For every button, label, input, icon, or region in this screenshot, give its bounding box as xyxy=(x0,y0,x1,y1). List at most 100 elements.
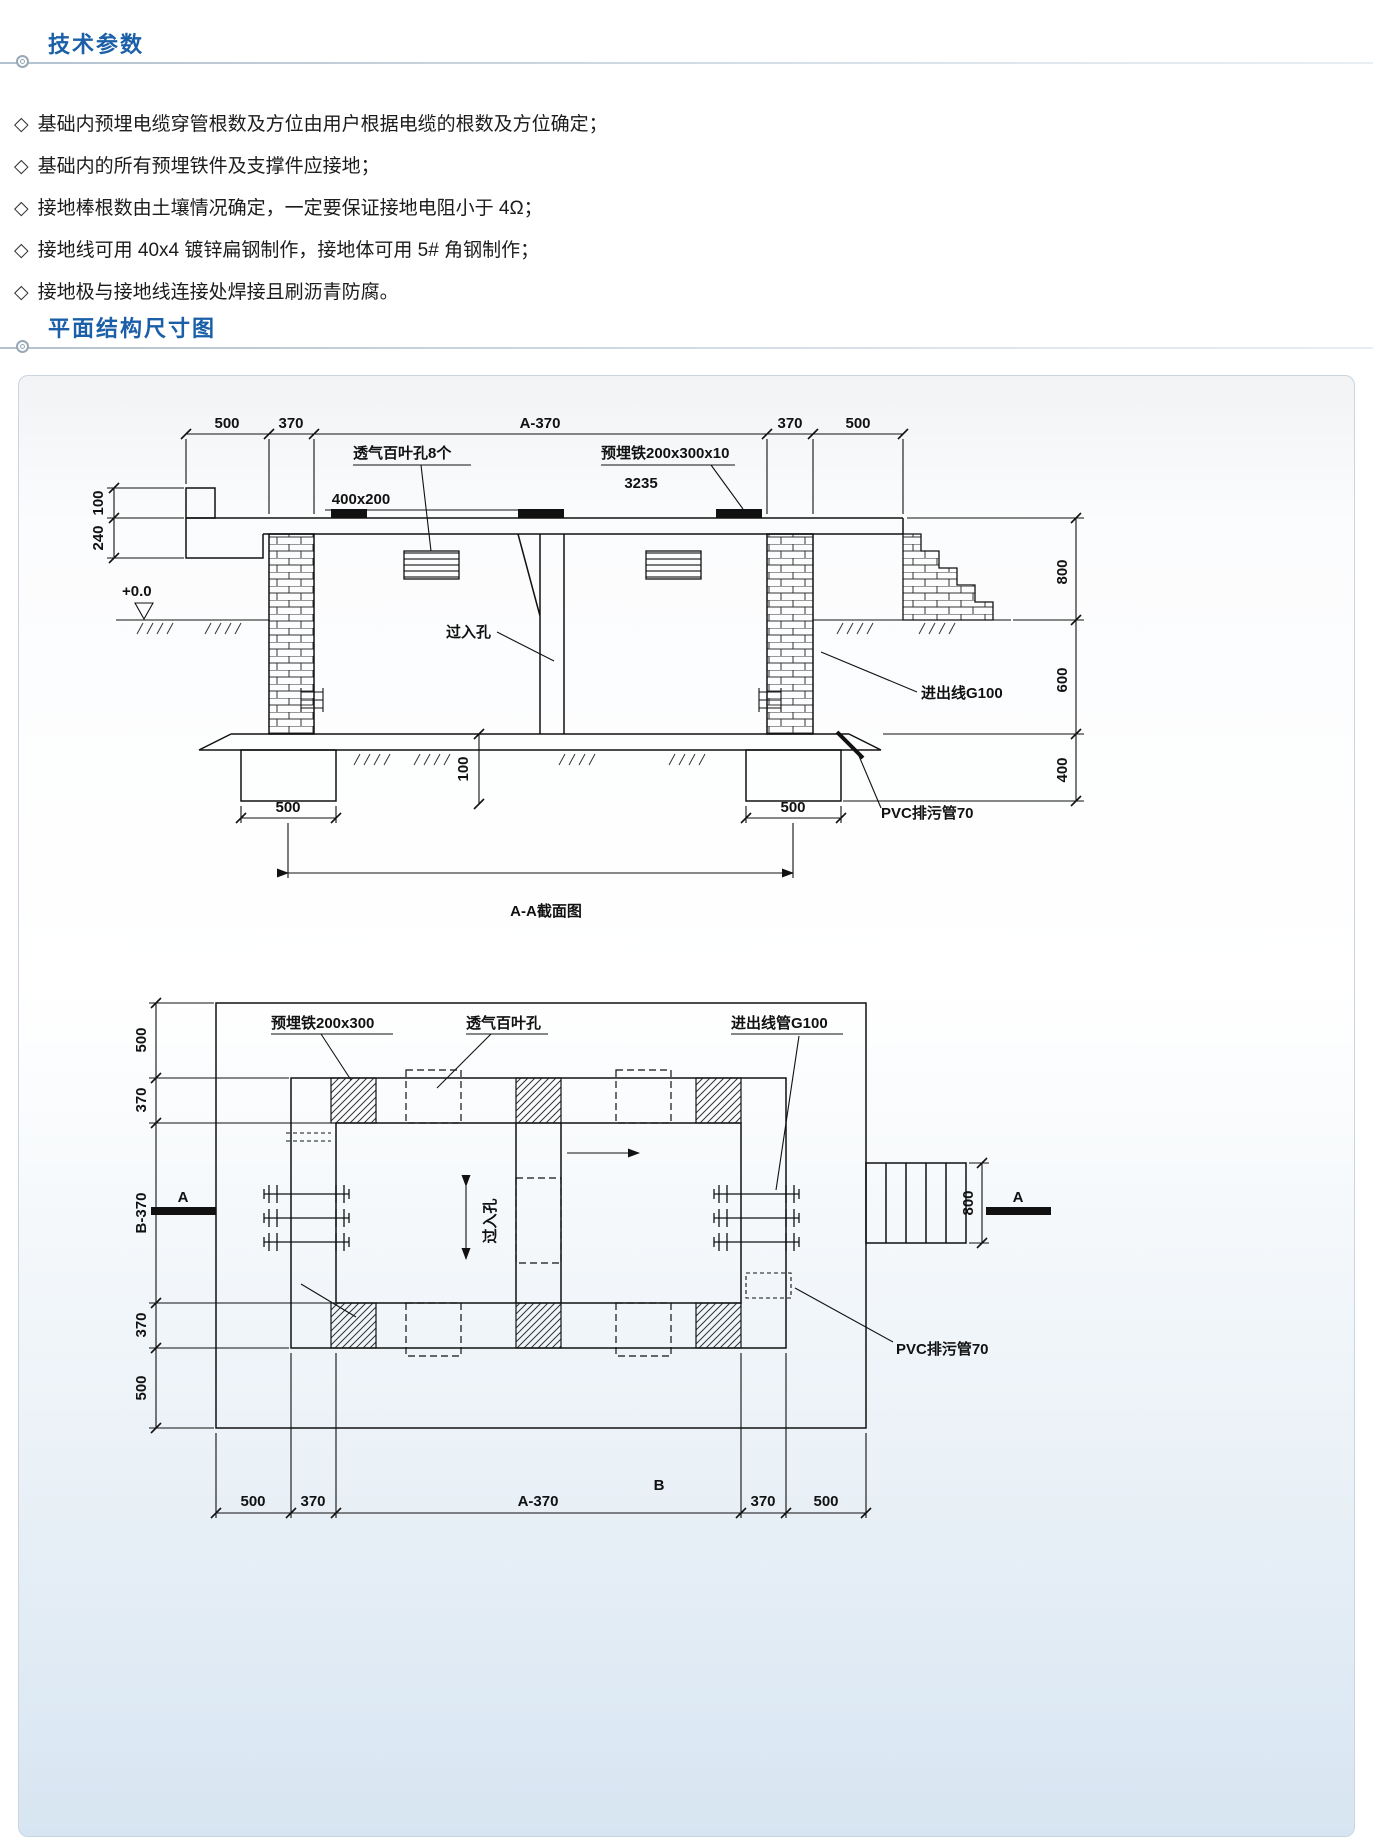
manhole-label: 过入孔 xyxy=(446,623,491,641)
ground-left xyxy=(116,602,269,621)
vent-louver xyxy=(403,550,460,580)
vent-louver xyxy=(645,550,702,580)
dim-label: 370 xyxy=(777,415,802,432)
dim-label: 500 xyxy=(780,799,805,816)
dim-label: 100 xyxy=(455,756,472,781)
conduit-bank-right xyxy=(713,1184,800,1252)
dim-label: 500 xyxy=(813,1493,838,1510)
dim-label: 370 xyxy=(278,415,303,432)
plan-wall-inner xyxy=(335,1122,742,1304)
embedded-iron-plate xyxy=(331,509,367,518)
dim-label: 370 xyxy=(300,1493,325,1510)
param-item: ◇接地极与接地线连接处焊接且刷沥青防腐。 xyxy=(14,280,1214,305)
diamond-bullet: ◇ xyxy=(14,114,29,135)
dim-label: 400 xyxy=(1054,757,1071,782)
section-view-labels: 500 370 A-370 370 500 透气百叶孔8个 预埋铁200x300… xyxy=(90,415,1071,920)
drawing-panel: 500 370 A-370 370 500 透气百叶孔8个 预埋铁200x300… xyxy=(18,375,1355,1837)
section-caption: A-A截面图 xyxy=(510,902,582,920)
divider-rule xyxy=(0,347,1373,349)
dim-label: 500 xyxy=(275,799,300,816)
stepped-brickwork xyxy=(902,533,994,621)
section-view: 500 370 A-370 370 500 透气百叶孔8个 预埋铁200x300… xyxy=(90,415,1084,920)
plan-view-labels: 预埋铁200x300 透气百叶孔 进出线管G100 过入孔 A A 800 PV… xyxy=(133,1014,1024,1510)
dim-label: 500 xyxy=(133,1027,150,1052)
embedded-iron-blocks xyxy=(330,1077,742,1349)
dim-label: 500 xyxy=(133,1375,150,1400)
wall-left xyxy=(268,533,315,735)
section-top-dim-chain xyxy=(185,433,904,514)
vent-label: 透气百叶孔8个 xyxy=(353,444,452,462)
param-text: 接地线可用 40x4 镀锌扁钢制作，接地体可用 5# 角钢制作； xyxy=(37,240,540,261)
pvc-drain-pipe xyxy=(835,730,865,760)
tech-param-list: ◇ 基础内预埋电缆穿管根数及方位由用户根据电缆的根数及方位确定； ◇ 基础内的所有预… xyxy=(14,112,1214,322)
size-label: 400x200 xyxy=(332,491,390,508)
embedded-iron-label: 预埋铁200x300x10 xyxy=(601,444,729,462)
dim-label: 370 xyxy=(133,1087,150,1112)
pvc-outlet-hidden xyxy=(745,1272,792,1299)
dim-label: 500 xyxy=(214,415,239,432)
plan-left-dim-chain xyxy=(149,1002,334,1429)
dim-label: B-370 xyxy=(133,1193,150,1234)
plan-vent-openings xyxy=(405,1069,672,1357)
dim-label: 3235 xyxy=(624,475,657,492)
param-text: 基础内预埋电缆穿管根数及方位由用户根据电缆的根数及方位确定； xyxy=(37,114,608,135)
plan-view: 预埋铁200x300 透气百叶孔 进出线管G100 过入孔 A A 800 PV… xyxy=(133,997,1051,1519)
param-item: ◇ 基础内的所有预埋铁件及支撑件应接地； xyxy=(14,154,1214,179)
drain-slope-line xyxy=(300,1283,357,1318)
plan-bottom-dim-chain xyxy=(215,1353,867,1518)
footing-dims xyxy=(240,806,842,823)
cut-marker-label: A xyxy=(178,1189,189,1206)
dim-label: 500 xyxy=(240,1493,265,1510)
wall-right xyxy=(766,533,814,735)
wall-conduit-right xyxy=(758,688,782,712)
dim-label: 800 xyxy=(960,1190,977,1215)
section-title-tech-params: 技术参数 xyxy=(48,32,145,57)
footing-left xyxy=(240,749,337,802)
plan-leaders xyxy=(271,1033,894,1343)
param-item: ◇ 接地线可用 40x4 镀锌扁钢制作，接地体可用 5# 角钢制作； xyxy=(14,238,1214,263)
level-datum-label: +0.0 xyxy=(122,583,152,600)
plan-outer-boundary xyxy=(215,1002,867,1429)
diamond-bullet: ◇ xyxy=(14,156,29,177)
bullet-ring-icon xyxy=(16,340,29,353)
cut-marker-label: A xyxy=(1013,1189,1024,1206)
vent-label: 透气百叶孔 xyxy=(466,1014,541,1032)
wall-conduit-left xyxy=(300,688,324,712)
manhole-partition xyxy=(517,533,565,734)
bullet-ring-icon xyxy=(16,55,29,68)
section-cut-marker-right xyxy=(986,1207,1051,1215)
side-steps xyxy=(865,1162,967,1244)
overall-bottom-dim xyxy=(277,823,794,878)
section-leaders xyxy=(325,464,918,809)
diamond-bullet: ◇ xyxy=(14,240,29,261)
diamond-bullet: ◇ xyxy=(14,198,29,219)
dim-label: 600 xyxy=(1054,667,1071,692)
dim-label: 240 xyxy=(90,525,107,550)
divider-rule xyxy=(0,62,1373,64)
hidden-edge-dashes xyxy=(286,1132,331,1142)
dim-label: 800 xyxy=(1054,559,1071,584)
conduit-bank-left xyxy=(263,1184,350,1252)
dim-label: 370 xyxy=(133,1312,150,1337)
pvc-label: PVC排污管70 xyxy=(896,1340,989,1358)
param-text: 基础内的所有预埋铁件及支撑件应接地； xyxy=(37,156,380,177)
section-title-drawing: 平面结构尺寸图 xyxy=(48,316,217,341)
embedded-iron-plate xyxy=(518,509,564,518)
plan-manhole xyxy=(515,1177,562,1264)
inlet-label: 进出线管G100 xyxy=(731,1014,828,1032)
pvc-label: PVC排污管70 xyxy=(881,804,974,822)
diamond-bullet: ◇ xyxy=(14,282,29,303)
dim-label: 370 xyxy=(750,1493,775,1510)
param-item: ◇接地棒根数由土壤情况确定，一定要保证接地电阻小于 4Ω； xyxy=(14,196,1214,221)
param-item: ◇ 基础内预埋电缆穿管根数及方位由用户根据电缆的根数及方位确定； xyxy=(14,112,1214,137)
section-right-dims xyxy=(843,517,1084,802)
structure-drawings: 500 370 A-370 370 500 透气百叶孔8个 预埋铁200x300… xyxy=(90,415,1084,1519)
embedded-iron-label: 预埋铁200x300 xyxy=(271,1014,374,1032)
footing-right xyxy=(745,749,842,802)
manhole-label: 过入孔 xyxy=(481,1198,499,1243)
plan-partition xyxy=(515,1123,562,1303)
dim-label: 500 xyxy=(845,415,870,432)
embedded-iron-plate xyxy=(716,509,762,518)
dim-label: 100 xyxy=(90,490,107,515)
